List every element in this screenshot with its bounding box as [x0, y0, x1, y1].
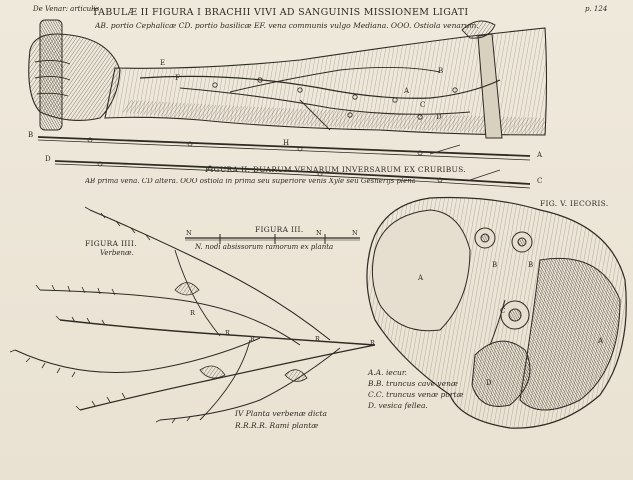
arm-letter-h: H — [283, 139, 290, 147]
fig5-letter-b2: B — [528, 261, 534, 269]
arm-letter-c: C — [420, 101, 426, 109]
fig5-legend-aa: A.A. iecur. — [368, 368, 407, 377]
fig5-legend-cc: C.C. truncus venæ portæ — [368, 390, 464, 399]
fig4-letter-r3: R — [250, 335, 255, 343]
fig5-legend-d: D. vesica fellea. — [368, 401, 428, 410]
plate-title: TABULÆ II FIGURA I BRACHII VIVI AD SANGU… — [92, 8, 469, 18]
fig5-letter-b1: B — [492, 261, 498, 269]
fig3-letter-n2: N — [316, 229, 322, 237]
fig5-legend: A.A. iecur. B.B. truncus cave venæ C.C. … — [368, 368, 488, 418]
fig5-liver — [366, 196, 627, 429]
arm-letter-f: F — [175, 74, 180, 82]
fig4-subtitle: Verbenæ. — [100, 249, 134, 257]
arm-letter-b: B — [438, 67, 444, 75]
page-number: p. 124 — [585, 5, 608, 13]
fig4-letter-r2: R — [225, 329, 230, 337]
fig3-title: FIGURA III. — [255, 225, 304, 234]
fig4-title: FIGURA IIII. — [85, 239, 137, 248]
fig5-letter-a1: A — [418, 274, 424, 282]
arm-letter-a: A — [404, 87, 410, 95]
fig3-letter-n1: N — [186, 229, 192, 237]
fig3-caption: N. nodi absissorum ramorum ex planta — [195, 243, 334, 251]
fig2-letter-c: C — [537, 177, 543, 185]
corner-note: De Venar: articulis — [33, 5, 100, 13]
fig2-caption: AB prima vena. CD altera. OOO ostiola in… — [85, 178, 415, 185]
fig4-caption-2: R.R.R.R. Rami plantæ — [235, 421, 319, 430]
fig2-veins — [37, 136, 531, 189]
fig2-title: FIGURA II. DUARUM VENARUM INVERSARUM EX … — [205, 166, 467, 174]
arm-letter-e: E — [160, 59, 166, 67]
fig2-letter-b: B — [28, 131, 34, 139]
arm-letter-d: D — [436, 113, 442, 121]
plate-subtitle: AB. portio Cephalicæ CD. portio basilicæ… — [95, 22, 479, 30]
fig4-letter-r5: R — [370, 339, 375, 347]
fig5-letter-d: D — [486, 379, 492, 387]
fig5-title: FIG. V. IECORIS. — [540, 199, 609, 208]
fig4-letter-r1: R — [190, 309, 195, 317]
fig5-letter-c: C — [500, 307, 506, 315]
fig4-letter-r4: R — [315, 335, 320, 343]
fig5-letter-a2: A — [598, 337, 604, 345]
fig2-letter-d: D — [45, 155, 51, 163]
fig4-caption-1: IV Planta verbenæ dicta — [235, 409, 328, 418]
fig3-twig — [185, 234, 360, 244]
arm-figure — [28, 19, 548, 139]
fig5-legend-bb: B.B. truncus cave venæ — [368, 379, 458, 388]
fig2-letter-a: A — [537, 151, 543, 159]
fig3-letter-n3: N — [352, 229, 358, 237]
fig4-verbena — [9, 206, 376, 424]
